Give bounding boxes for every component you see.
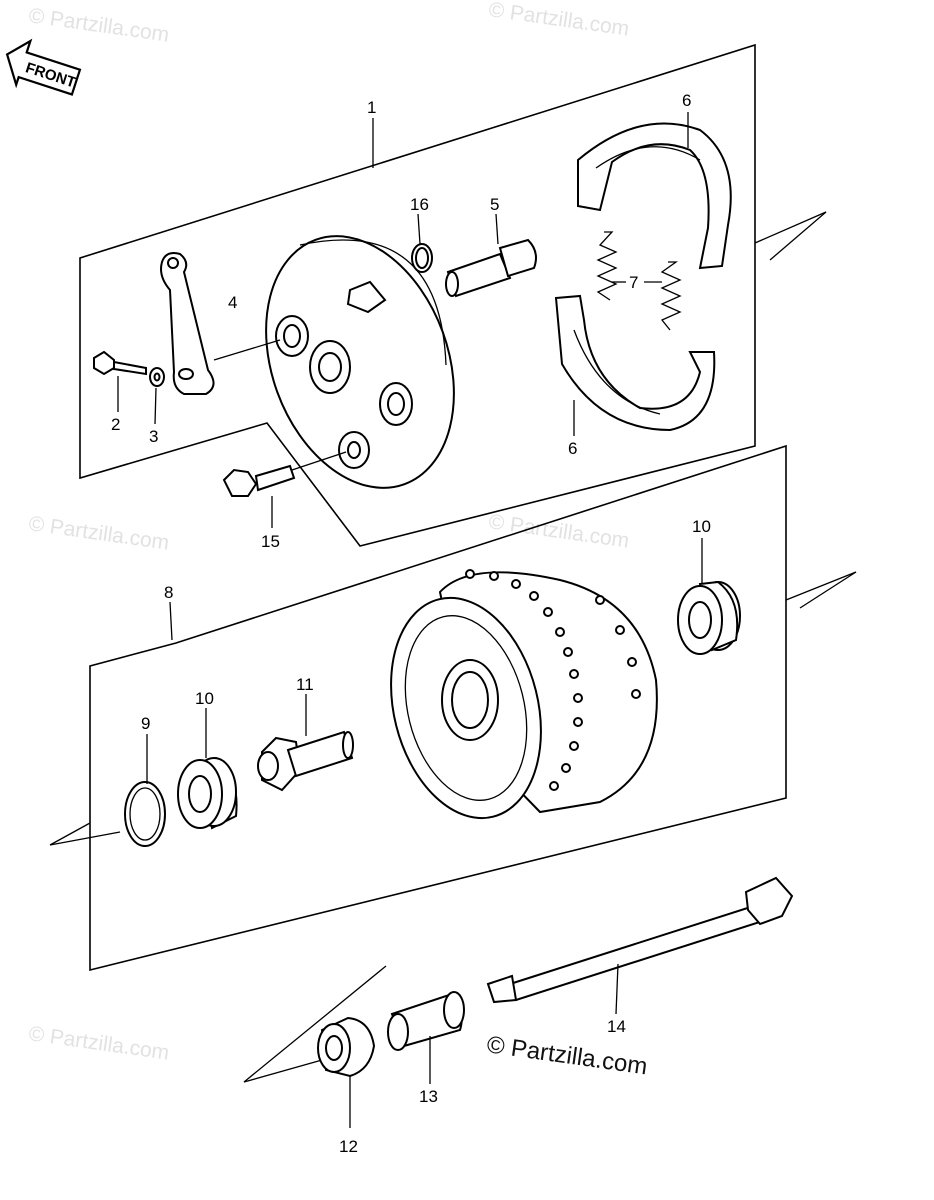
callout-14: 14 [607,1017,626,1036]
brake-camshaft [445,238,537,298]
brake-spring [596,231,618,301]
callout-3: 3 [149,427,158,446]
callout-11: 11 [296,675,314,694]
front-arrow-icon: FRONT [5,38,82,96]
center-line [769,211,827,261]
leader [169,601,173,641]
axle-spacer [243,965,387,1083]
wheel-hub [390,569,658,820]
center-line [785,571,857,601]
callout-5: 5 [490,195,499,214]
wheel-bearing-left [177,756,238,830]
leader [495,213,499,245]
watermark: © Partzilla.com [487,510,630,552]
callout-1: 1 [367,98,376,117]
hub-assembly-frame [89,444,787,972]
center-line [799,571,857,609]
watermark: © Partzilla.com [27,4,170,46]
center-line [754,211,827,244]
distance-collar [257,730,354,792]
brake-shoe-upper [577,122,732,270]
wheel-bearing-right [677,580,741,655]
leader [291,451,347,471]
leader [417,213,421,245]
callout-12: 12 [339,1137,358,1156]
leader [615,963,619,1015]
o-ring-inner [415,247,429,269]
leader [213,339,281,361]
brake-panel-plate [265,235,455,489]
front-axle [486,876,794,1004]
lever-bolt [93,350,147,376]
cam-lever [160,252,215,395]
lever-washer-hole [153,372,161,382]
callout-16: 16 [410,195,429,214]
center-line [49,822,91,846]
brake-panel-assembly-frame [79,43,756,547]
brake-shoe-lower [554,294,716,432]
watermark: © Partzilla.com [27,1022,170,1064]
callout-10-left: 10 [195,689,214,708]
axle-collar [387,991,465,1051]
callout-8: 8 [164,583,173,602]
panel-bolt [222,464,296,497]
watermark: © Partzilla.com [27,512,170,554]
watermark: © Partzilla.com [487,0,630,41]
circlip [124,781,166,847]
leader [154,387,157,425]
callout-6-upper: 6 [682,91,691,110]
callout-15: 15 [261,532,280,551]
callout-13: 13 [419,1087,438,1106]
callout-2: 2 [111,415,120,434]
callout-7: 7 [629,273,638,292]
callout-4: 4 [228,293,237,312]
copyright-credit: © Partzilla.com [485,1031,649,1080]
callout-6-lower: 6 [568,439,577,458]
brake-spring [660,261,682,331]
callout-9: 9 [141,714,150,733]
center-line [49,831,121,846]
callout-10-right: 10 [692,517,711,536]
